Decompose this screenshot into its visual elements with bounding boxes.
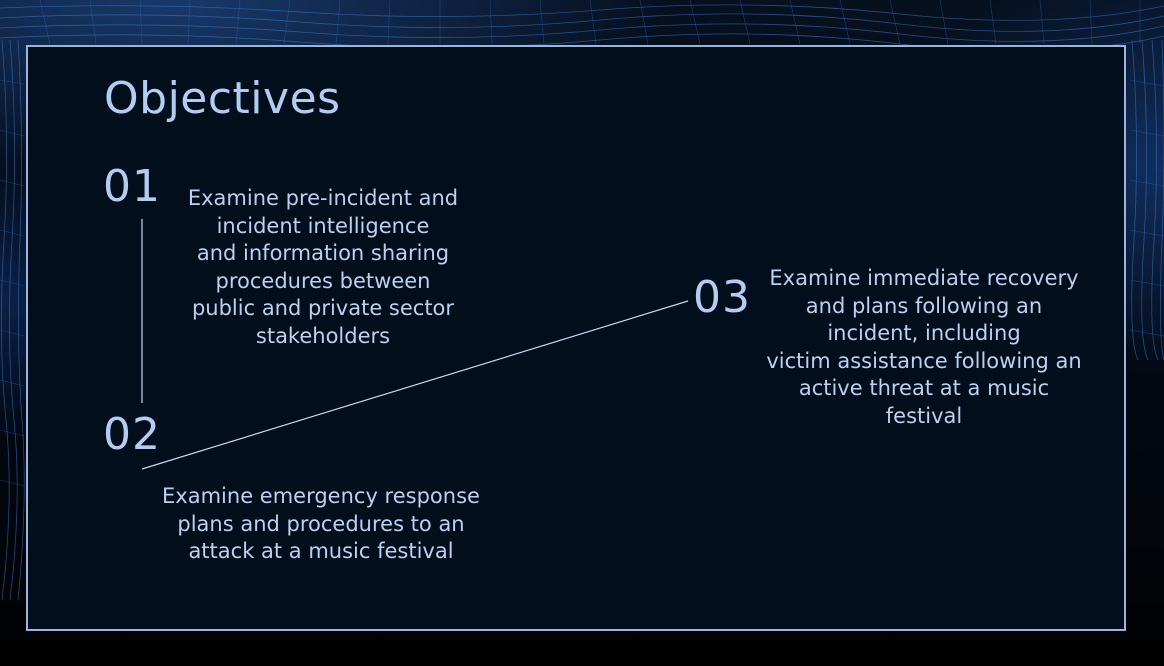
- objective-text-01: Examine pre-incident and incident intell…: [187, 186, 459, 348]
- bottom-bar: [0, 640, 1164, 666]
- objective-text-03: Examine immediate recovery and plans fol…: [766, 266, 1082, 428]
- slide-title: Objectives: [104, 73, 341, 124]
- objective-number-03: 03: [693, 272, 751, 323]
- objective-number-02: 02: [103, 409, 161, 460]
- content-panel: Objectives 01 Examine pre-incident and i…: [26, 45, 1126, 631]
- objective-number-01: 01: [103, 161, 161, 212]
- objective-text-02: Examine emergency response plans and pro…: [162, 484, 480, 563]
